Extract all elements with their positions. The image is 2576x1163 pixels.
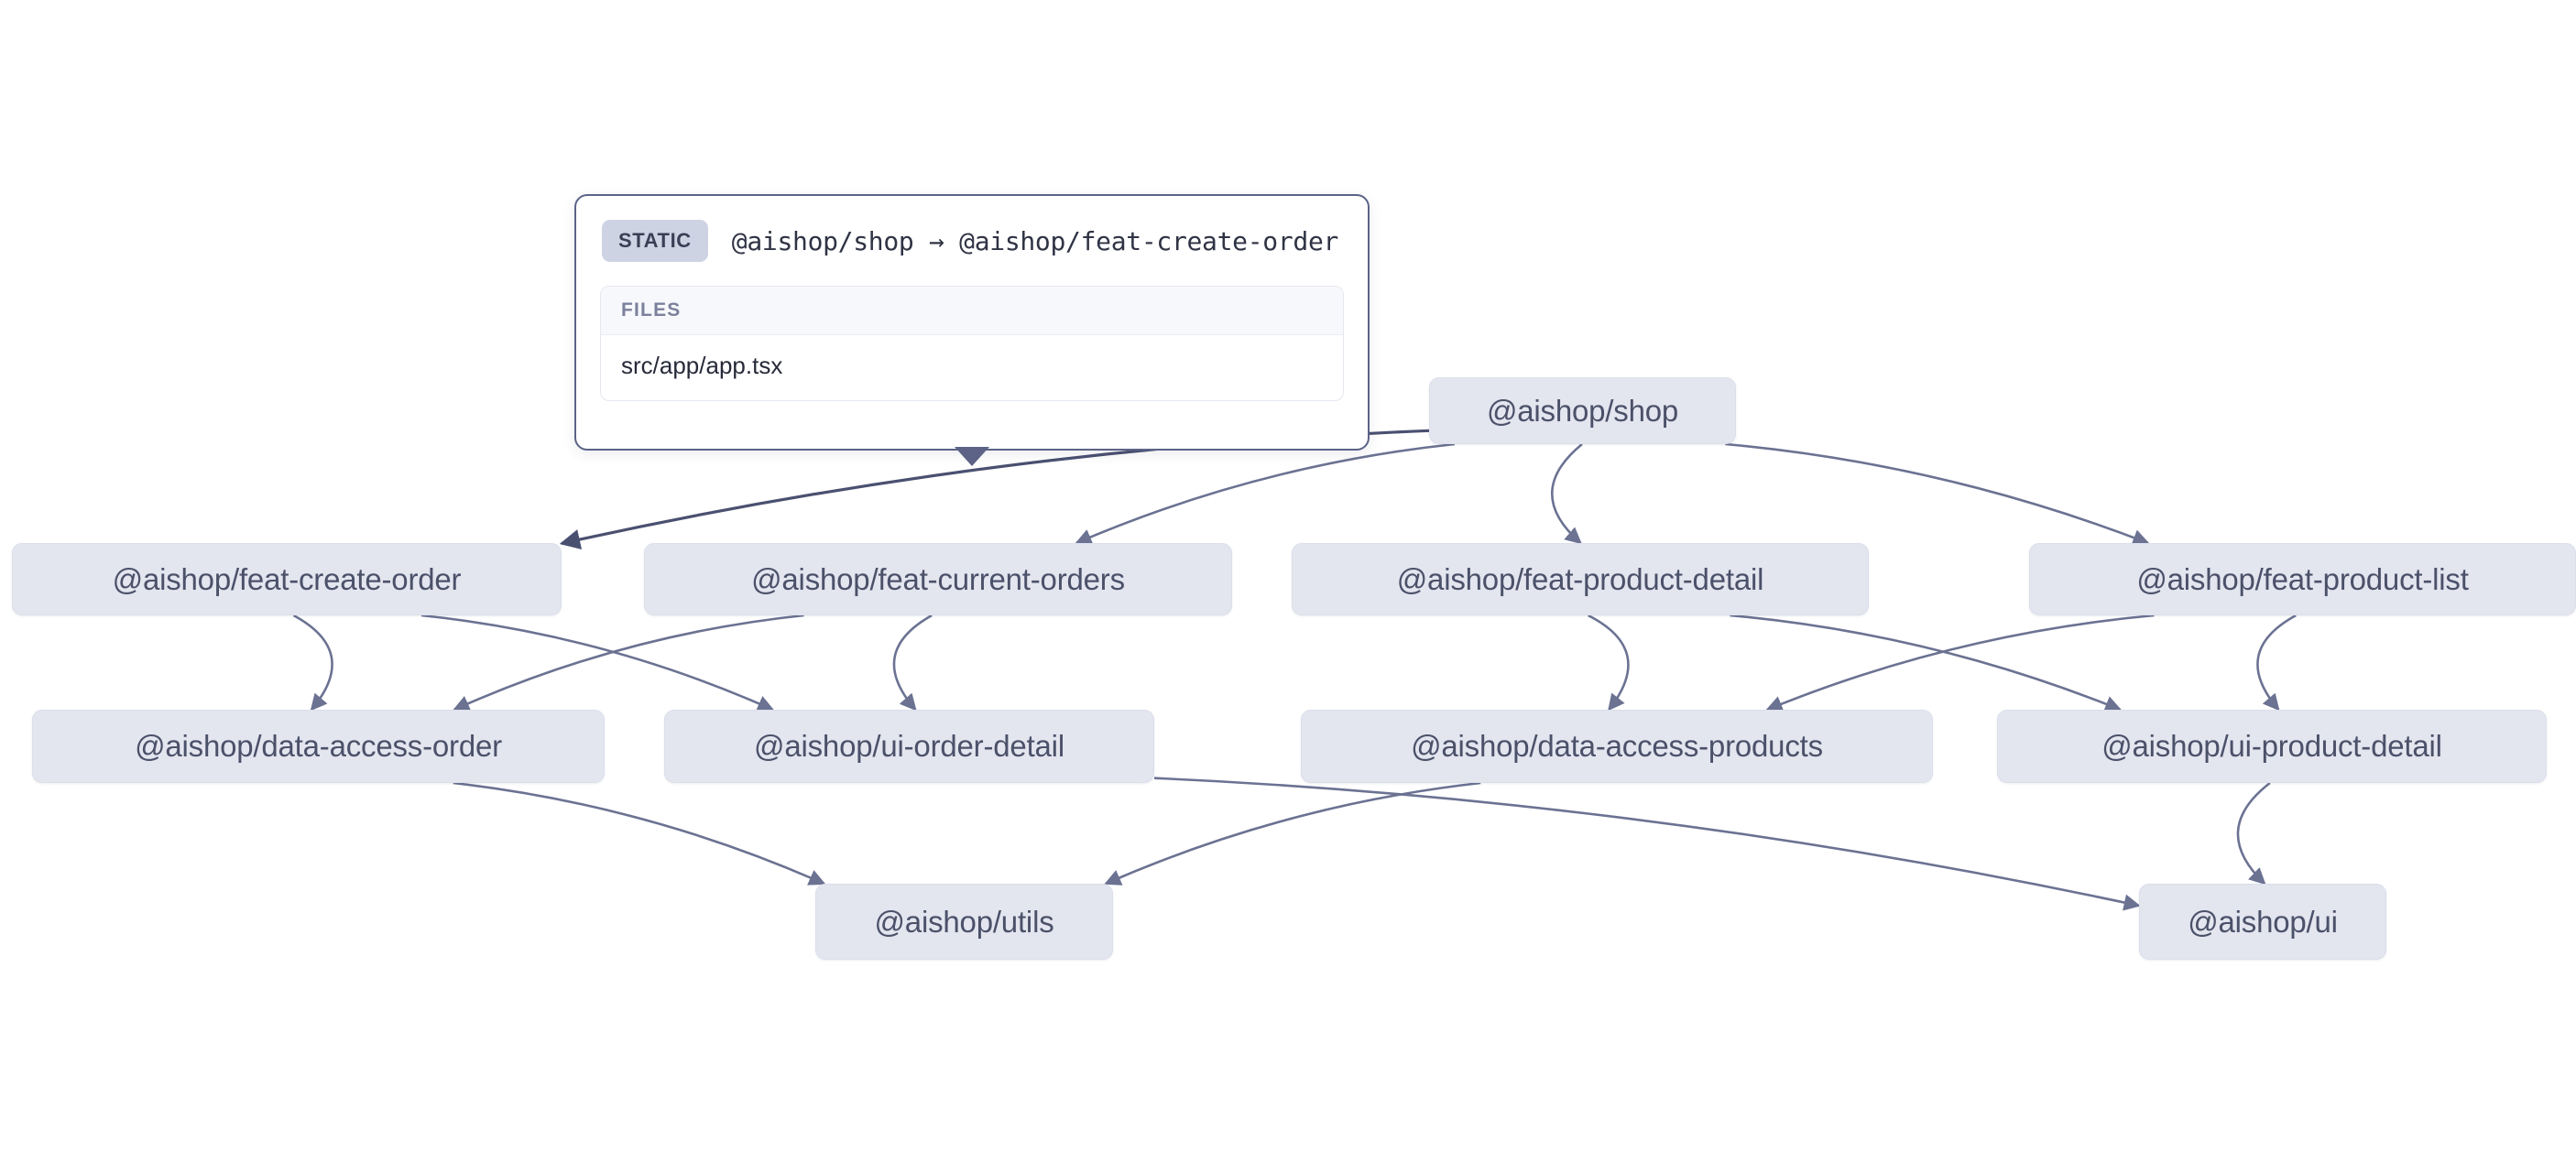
graph-node-utils[interactable]: @aishop/utils	[815, 884, 1113, 960]
graph-edge-shop-to-feat-product-list[interactable]	[1725, 442, 2150, 546]
edge-detail-tooltip[interactable]: STATIC @aishop/shop → @aishop/feat-creat…	[574, 194, 1370, 466]
graph-node-feat-product-list[interactable]: @aishop/feat-product-list	[2029, 543, 2576, 615]
static-badge: STATIC	[602, 220, 708, 262]
graph-edge-feat-create-order-to-ui-order-detail[interactable]	[420, 614, 775, 712]
graph-edge-feat-product-detail-to-ui-product-detail[interactable]	[1730, 614, 2123, 712]
graph-node-data-access-order[interactable]: @aishop/data-access-order	[32, 710, 605, 783]
graph-edge-ui-product-detail-to-ui[interactable]	[2236, 781, 2271, 886]
graph-edge-data-access-products-to-utils[interactable]	[1104, 781, 1481, 886]
graph-node-label: @aishop/shop	[1486, 393, 1679, 428]
graph-node-data-access-products[interactable]: @aishop/data-access-products	[1301, 710, 1933, 783]
graph-edge-feat-current-orders-to-data-access-order[interactable]	[453, 614, 804, 712]
tooltip-title: @aishop/shop → @aishop/feat-create-order	[731, 225, 1339, 256]
graph-node-feat-create-order[interactable]: @aishop/feat-create-order	[12, 543, 562, 615]
graph-node-label: @aishop/ui-order-detail	[754, 729, 1064, 763]
graph-node-ui-order-detail[interactable]: @aishop/ui-order-detail	[664, 710, 1154, 783]
graph-node-label: @aishop/feat-product-detail	[1396, 561, 1764, 596]
graph-node-label: @aishop/data-access-products	[1411, 729, 1823, 763]
files-panel: FILES src/app/app.tsx	[600, 286, 1344, 401]
graph-edge-ui-order-detail-to-ui[interactable]	[1153, 777, 2141, 911]
files-list: src/app/app.tsx	[601, 335, 1343, 400]
graph-node-label: @aishop/ui-product-detail	[2101, 729, 2442, 763]
graph-node-label: @aishop/data-access-order	[135, 729, 502, 763]
graph-node-label: @aishop/utils	[874, 904, 1054, 939]
graph-node-ui-product-detail[interactable]: @aishop/ui-product-detail	[1997, 710, 2547, 783]
graph-edge-data-access-order-to-utils[interactable]	[453, 781, 826, 886]
graph-node-ui[interactable]: @aishop/ui	[2139, 884, 2386, 960]
graph-node-label: @aishop/ui	[2188, 904, 2338, 939]
graph-node-shop[interactable]: @aishop/shop	[1429, 377, 1736, 444]
tooltip-pointer-triangle	[955, 447, 989, 466]
graph-edge-feat-current-orders-to-ui-order-detail[interactable]	[892, 614, 933, 712]
file-row[interactable]: src/app/app.tsx	[621, 352, 783, 379]
graph-node-label: @aishop/feat-current-orders	[751, 561, 1125, 596]
graph-node-label: @aishop/feat-product-list	[2136, 561, 2469, 596]
graph-edge-feat-product-detail-to-data-access-products[interactable]	[1588, 614, 1630, 712]
graph-edge-feat-create-order-to-data-access-order[interactable]	[292, 614, 333, 712]
graph-node-feat-product-detail[interactable]: @aishop/feat-product-detail	[1292, 543, 1869, 615]
graph-edge-shop-to-feat-current-orders[interactable]	[1075, 442, 1456, 545]
files-section-header: FILES	[601, 287, 1343, 335]
graph-edge-feat-product-list-to-ui-product-detail[interactable]	[2256, 614, 2297, 712]
graph-node-label: @aishop/feat-create-order	[112, 561, 462, 596]
graph-node-feat-current-orders[interactable]: @aishop/feat-current-orders	[644, 543, 1232, 615]
graph-edge-shop-to-feat-product-detail[interactable]	[1551, 442, 1583, 545]
graph-edge-feat-product-list-to-data-access-products[interactable]	[1765, 614, 2155, 712]
tooltip-header: STATIC @aishop/shop → @aishop/feat-creat…	[576, 196, 1368, 262]
